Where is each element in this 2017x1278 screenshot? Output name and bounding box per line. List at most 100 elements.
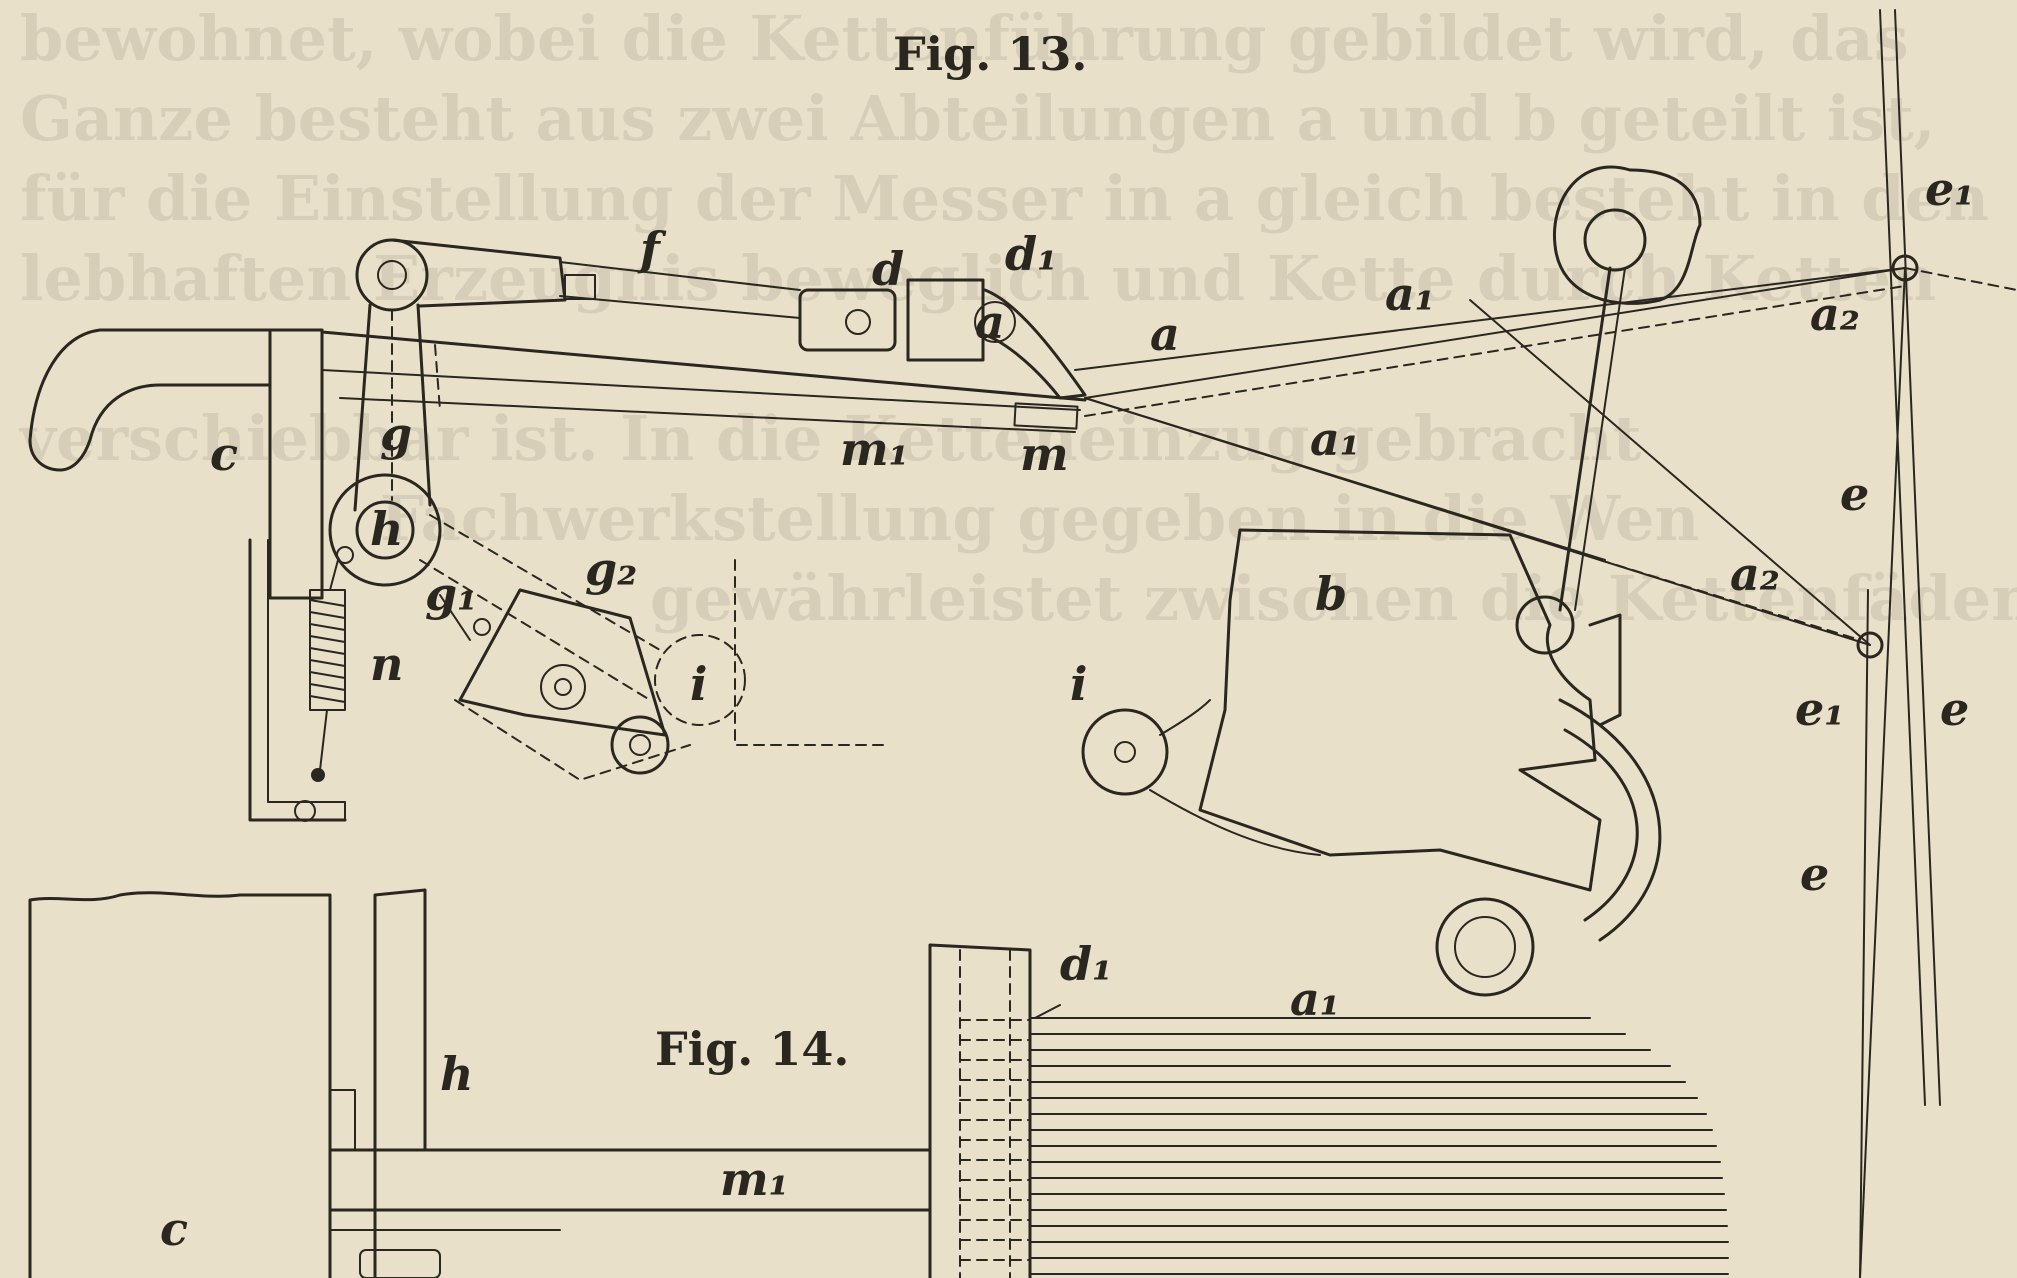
label-a2-top: a₂ (1810, 287, 1860, 341)
comb-teeth (959, 1019, 1031, 1261)
show-through-line: Fachwerkstellung gegeben in die Wen (380, 482, 1700, 555)
bar-block (359, 1249, 441, 1278)
label-g2: g₂ (585, 542, 637, 596)
pivot-i-link (1159, 699, 1211, 736)
pivot-i-pin (1114, 741, 1136, 763)
reed-pivot (1515, 595, 1575, 655)
roller-block-pin-inner (554, 678, 572, 696)
label-a2-mid: a₂ (1730, 547, 1780, 601)
rod-cylinder (390, 238, 567, 308)
lever-rail-mid (321, 369, 1081, 411)
wheel-h (328, 473, 442, 587)
clevis-pin (845, 309, 871, 335)
frame-block-c (268, 328, 324, 600)
lever-rail-top (320, 330, 1087, 402)
thread-dash-2 (1599, 559, 1861, 641)
lower-roller-inner (1454, 916, 1516, 978)
show-through-line: bewohnet, wobei die Kettenführung gebild… (20, 2, 1909, 75)
pivot-i (1081, 708, 1169, 796)
knife-blade-a (983, 288, 1087, 400)
label-m1: m₁ (840, 422, 909, 476)
warp-line-e2 (1894, 9, 1941, 1106)
spring-n (309, 589, 346, 711)
rail-slot-m (1013, 402, 1079, 430)
label-c: c (210, 427, 238, 481)
label-a1-top: a₁ (1385, 267, 1435, 321)
cam-wheel (1552, 165, 1702, 305)
reed-arc-inner (1563, 728, 1639, 922)
label-m: m (1020, 427, 1069, 481)
spring-rod (319, 709, 328, 771)
label-n: n (370, 637, 403, 691)
roller-block (458, 588, 667, 737)
warp-line-e3 (1859, 267, 1906, 1278)
cam-hub (1583, 208, 1647, 272)
label-g1: g₁ (425, 567, 477, 621)
show-through-line: Ganze besteht aus zwei Abteilungen a und… (20, 82, 1935, 155)
wheel-h-inner (355, 500, 415, 560)
lower-roller (1435, 897, 1535, 997)
comb-block-d1 (928, 943, 1032, 1278)
upright-clip (329, 1089, 356, 1151)
label-e-bottom: e (1800, 847, 1829, 901)
d1-leader (1034, 1004, 1061, 1019)
fig14-labels: d₁ a₁ h m₁ c (160, 937, 1340, 1256)
spring-anchor (336, 546, 354, 564)
reed-frame-b (1198, 528, 1602, 892)
rail-dash (434, 344, 441, 411)
fig14-caption: Fig. 14. (655, 1022, 849, 1076)
thread-a-top (1074, 267, 1906, 371)
arm-g1 (419, 514, 661, 701)
show-through-line: verschiebbar ist. In die Ketteneinzug ge… (18, 402, 1642, 475)
label-d1-fig14: d₁ (1060, 937, 1112, 991)
roller-i-ghost (654, 634, 746, 726)
figure-13: Fig. 13. (28, 9, 2017, 1278)
thread-dash (1084, 285, 1906, 417)
warp-line-e4 (1859, 589, 1869, 1278)
label-e1-low: e₁ (1795, 682, 1844, 736)
spring-wire (329, 559, 339, 591)
arm-g1-end (439, 594, 471, 641)
label-h-fig14: h (440, 1047, 473, 1101)
label-e-low: e (1940, 682, 1969, 736)
roller-block-pin (540, 664, 586, 710)
rod-thread (564, 274, 596, 300)
curved-handle-section (28, 328, 272, 472)
thread-a2-top (1469, 299, 1871, 646)
comb-dash (959, 949, 1011, 1278)
small-roller-pin (629, 734, 651, 756)
thread-a1-upper (1084, 267, 1906, 399)
cam-rod-2 (1574, 267, 1626, 611)
cam-rod (1558, 266, 1612, 612)
label-a1-mid: a₁ (1310, 412, 1360, 466)
bracket-nut (294, 800, 316, 822)
bracket-plate-inner (267, 539, 346, 803)
reed-arc-outer (1558, 698, 1662, 942)
show-through-text: bewohnet, wobei die Kettenführung gebild… (18, 2, 2017, 635)
label-b: b (1315, 567, 1347, 621)
label-c-fig14: c (160, 1202, 188, 1256)
figure-14: Fig. 14. (28, 888, 1729, 1278)
label-a: a (975, 295, 1005, 349)
label-d: d (872, 242, 904, 296)
spring-nut (311, 768, 325, 782)
roller-block-ghost (454, 699, 691, 781)
rod-clevis (798, 288, 897, 352)
bar-m1 (328, 1148, 932, 1212)
warp-line-e1 (1879, 9, 1926, 1106)
heddle-eye-upper (1891, 254, 1919, 282)
label-i-left: i (690, 657, 707, 711)
heddle-eye-lower (1856, 631, 1884, 659)
rod-f (559, 261, 801, 319)
arm-pin (473, 618, 491, 636)
label-a1-fig14: a₁ (1290, 972, 1340, 1026)
upright-h (373, 888, 427, 1278)
label-h: h (370, 502, 403, 556)
lever-g (353, 303, 432, 512)
fig13-caption: Fig. 13. (893, 27, 1087, 81)
label-i-right: i (1070, 657, 1087, 711)
plate-c (28, 891, 332, 1278)
label-d1: d₁ (1005, 227, 1057, 281)
